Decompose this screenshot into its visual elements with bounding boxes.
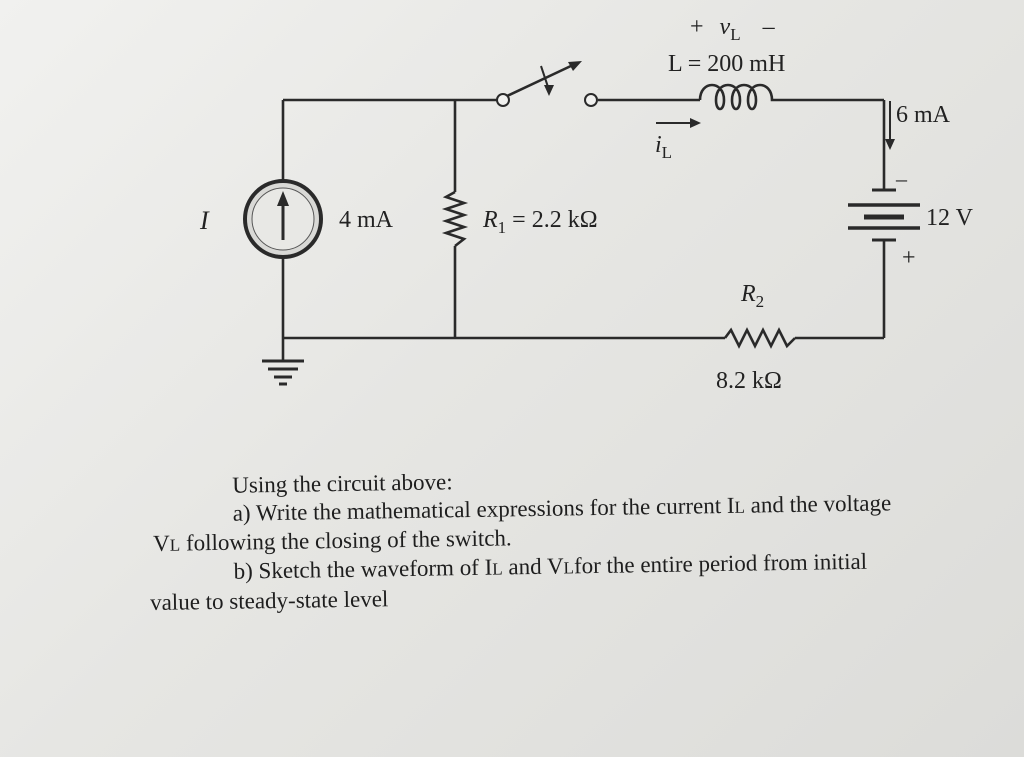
ground-icon [262, 359, 304, 386]
resistor-r2 [723, 327, 796, 349]
branch-current-label: 6 mA [896, 102, 951, 128]
problem-part-b-continued: value to steady-state level [149, 586, 389, 616]
il-arrow-icon [690, 118, 701, 128]
r1-label: R1 = 2.2 kΩ [482, 207, 598, 237]
r2-symbol-label: R2 [740, 281, 764, 311]
r2-value-label: 8.2 kΩ [716, 368, 782, 394]
branch-arrow-icon [885, 139, 895, 150]
circuit-diagram: I 4 mA R1 = 2.2 kΩ +vL– L = 200 mH iL 6 … [199, 14, 974, 394]
battery-minus-label: – [895, 166, 908, 191]
vl-label: +vL– [690, 14, 776, 44]
problem-text: Using the circuit above: a) Write the ma… [0, 454, 1024, 630]
battery-plus-label: + [902, 245, 916, 271]
current-source [243, 179, 323, 259]
up-arrow-icon [277, 191, 289, 206]
circuit-wires [281, 98, 886, 360]
il-label: iL [655, 132, 672, 162]
inductor-value-label: L = 200 mH [668, 51, 785, 77]
switch-arrow-icon [568, 61, 582, 71]
source-value-label: 4 mA [339, 207, 394, 233]
resistor-r1 [441, 190, 469, 248]
battery [848, 188, 920, 242]
switch [496, 61, 598, 107]
source-name-label: I [199, 206, 210, 235]
battery-value-label: 12 V [926, 205, 974, 231]
switch-down-arrow-icon [544, 85, 554, 96]
inductor-coil [698, 83, 796, 111]
